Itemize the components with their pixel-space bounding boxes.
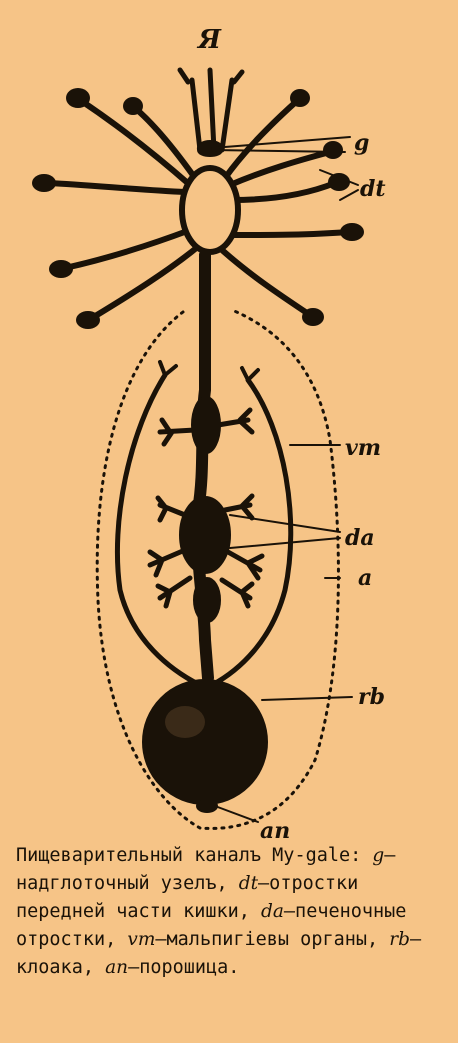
caption-abbr-rb: rb <box>389 929 410 950</box>
mouthparts <box>177 67 245 153</box>
caption-abbr-da: da <box>261 901 284 922</box>
caption-part-6: —клоака, <box>16 929 422 978</box>
process-tips <box>32 88 364 329</box>
malpighian-right-tip <box>240 366 260 382</box>
label-a: a <box>358 565 372 591</box>
malpighian-left <box>114 372 203 688</box>
caption-part-3: —отростки передней части кишки, <box>16 873 359 922</box>
caption-part-1: Пищеварительный каналъ My-gale: <box>16 845 373 866</box>
body-outline-dotted <box>95 308 340 830</box>
caption-part-2: —надглоточный узелъ, <box>16 845 396 894</box>
midgut-swelling <box>179 496 231 574</box>
label-vm: vm <box>345 435 381 461</box>
caption-part-5: —мальпигіевы органы, <box>155 929 390 950</box>
label-rb: rb <box>358 684 385 710</box>
label-da: da <box>345 525 375 551</box>
malpighian-right <box>209 377 294 688</box>
label-g: g <box>354 130 369 156</box>
label-mouth: Я <box>196 25 222 55</box>
midgut-lower-swelling <box>193 577 221 623</box>
figure-caption: Пищеварительный каналъ My-gale: g—надгло… <box>16 842 444 982</box>
hepatic-processes <box>147 407 265 609</box>
cloaca-highlight <box>165 706 205 738</box>
digestive-canal-diagram: Я g dt vm da a rb an <box>32 25 386 840</box>
caption-abbr-dt: dt <box>238 873 259 894</box>
caption-abbr-vm: vm <box>127 929 156 950</box>
leader-lines <box>211 136 359 823</box>
caption-abbr-g: g <box>372 845 385 866</box>
label-dt: dt <box>360 176 386 202</box>
head-region <box>179 165 241 255</box>
cloaca-rb <box>142 679 268 805</box>
label-an: an <box>260 818 290 840</box>
malpighian-left-tip <box>158 360 178 377</box>
caption-abbr-an: an <box>105 957 129 978</box>
anterior-gut-processes <box>45 97 351 321</box>
caption-part-4: —печеночные отростки, <box>16 901 407 950</box>
caption-part-7: —порошица. <box>128 957 240 978</box>
